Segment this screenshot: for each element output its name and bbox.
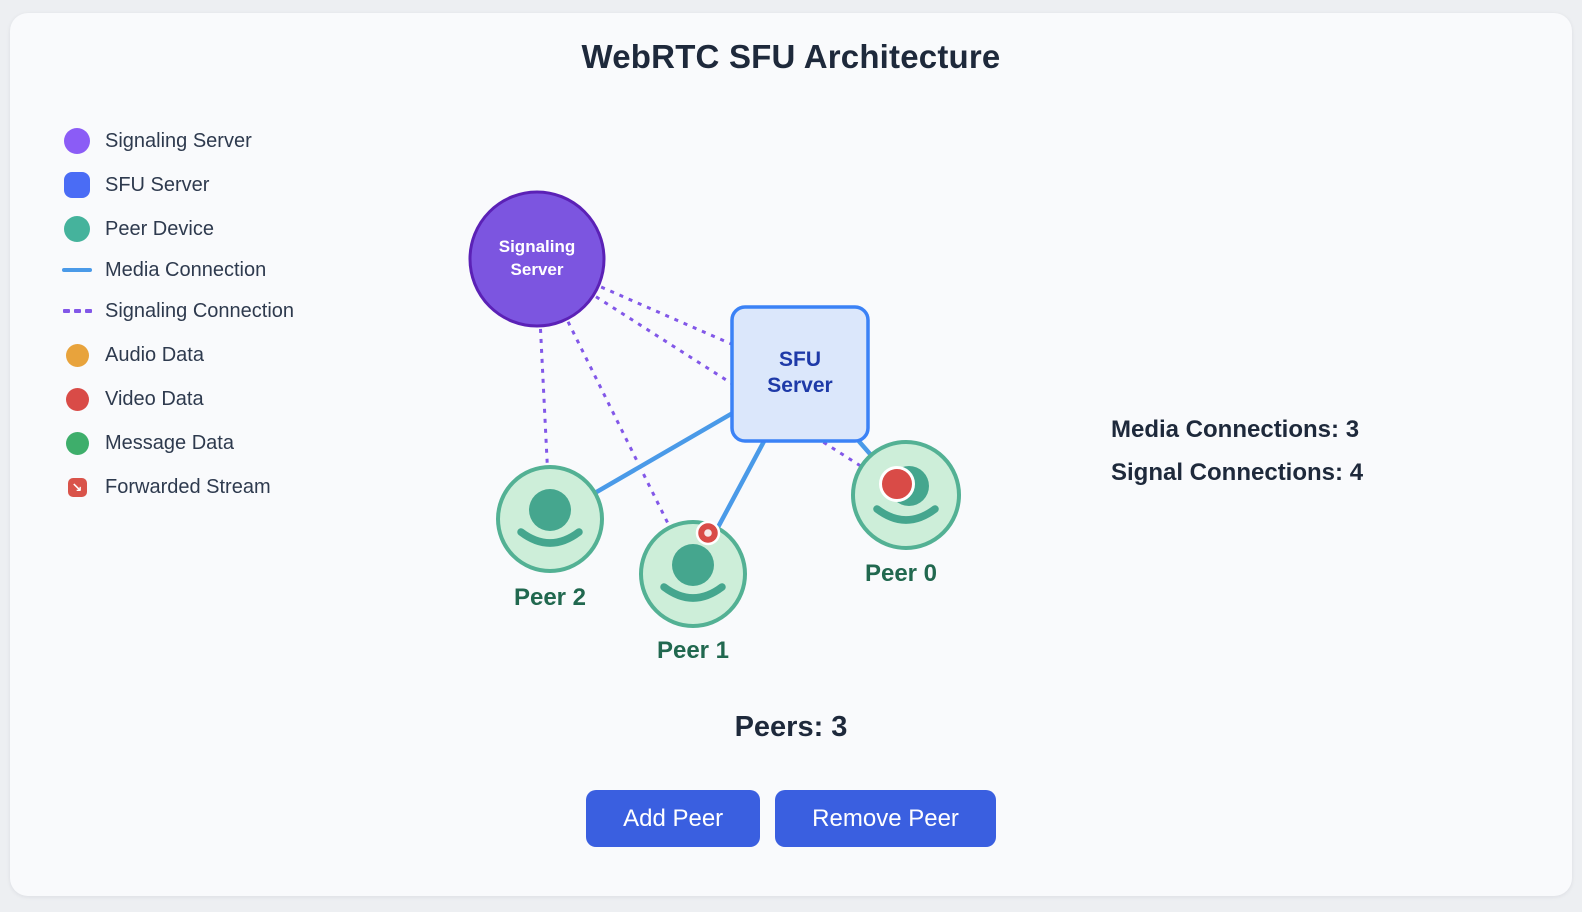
legend-label: Signaling Connection bbox=[105, 299, 295, 322]
legend-item-media-connection: Media Connection bbox=[62, 251, 294, 289]
peer-0-smile bbox=[873, 505, 939, 524]
media-connection-icon bbox=[62, 268, 92, 272]
signal-connections-label: Signal Connections: bbox=[1111, 459, 1344, 486]
legend-label: Media Connection bbox=[105, 258, 267, 281]
legend-label: Forwarded Stream bbox=[105, 475, 271, 498]
peers-count: Peers: 3 bbox=[0, 711, 1582, 744]
connection-stats: Media Connections: 3 Signal Connections:… bbox=[1111, 416, 1363, 502]
legend-item-signaling-server: Signaling Server bbox=[62, 119, 294, 163]
peer-2-label: Peer 2 bbox=[514, 584, 586, 611]
legend-item-signaling-connection: Signaling Connection bbox=[62, 289, 294, 333]
legend-item-sfu-server: SFU Server bbox=[62, 163, 294, 207]
legend-label: Signaling Server bbox=[105, 129, 252, 152]
sfu-server-label-line2: Server bbox=[767, 374, 832, 397]
peer-1-label: Peer 1 bbox=[657, 637, 729, 664]
media-connections-value: 3 bbox=[1345, 416, 1360, 443]
video-data-icon bbox=[65, 387, 89, 411]
media-connections-stat: Media Connections: 3 bbox=[1111, 416, 1363, 444]
add-peer-button[interactable]: Add Peer bbox=[586, 790, 761, 847]
message-data-icon bbox=[65, 431, 89, 455]
peer-1-video-badge-dot bbox=[704, 529, 712, 537]
peer-0-node: Peer 0 bbox=[851, 440, 961, 587]
legend-item-audio-data: Audio Data bbox=[62, 333, 294, 377]
signal-connections-stat: Signal Connections: 4 bbox=[1111, 459, 1363, 487]
sfu-server-node: SFU Server bbox=[730, 305, 870, 443]
peers-count-value: 3 bbox=[831, 711, 848, 743]
peer-device-icon bbox=[64, 216, 90, 242]
signaling-server-icon bbox=[64, 128, 90, 154]
sfu-server-box bbox=[730, 305, 870, 443]
signaling-server-node: Signaling Server bbox=[468, 190, 606, 328]
signal-connection-peer1 bbox=[535, 258, 695, 575]
legend-label: Video Data bbox=[105, 387, 204, 410]
legend-label: SFU Server bbox=[105, 173, 210, 196]
signaling-server-label-line2: Server bbox=[511, 260, 564, 279]
legend-item-forwarded-stream: ↘ Forwarded Stream bbox=[62, 465, 294, 509]
legend-item-video-data: Video Data bbox=[62, 377, 294, 421]
peer-1-node: Peer 1 bbox=[639, 520, 747, 664]
forwarded-stream-icon: ↘ bbox=[67, 477, 87, 497]
remove-peer-button[interactable]: Remove Peer bbox=[775, 790, 996, 847]
peer-0-video-stream bbox=[879, 466, 915, 502]
signaling-connection-icon bbox=[62, 309, 92, 313]
button-row: Add Peer Remove Peer bbox=[0, 790, 1582, 847]
peer-2-node: Peer 2 bbox=[496, 465, 604, 611]
page-title: WebRTC SFU Architecture bbox=[581, 38, 1001, 75]
sfu-server-label-line1: SFU bbox=[779, 348, 821, 371]
signal-connection-sfu bbox=[536, 257, 801, 376]
legend-item-peer-device: Peer Device bbox=[62, 207, 294, 251]
signal-connections-value: 4 bbox=[1349, 459, 1364, 486]
sfu-server-icon bbox=[64, 172, 90, 198]
peer-0-label: Peer 0 bbox=[865, 560, 937, 587]
audio-data-icon bbox=[65, 343, 89, 367]
legend: Signaling Server SFU Server Peer Device … bbox=[62, 119, 294, 509]
legend-label: Peer Device bbox=[105, 217, 214, 240]
peer-1-smile bbox=[660, 583, 726, 602]
peers-count-label: Peers: bbox=[734, 711, 824, 743]
app-card bbox=[10, 13, 1572, 896]
peer-2-head bbox=[529, 489, 571, 531]
media-connections-label: Media Connections: bbox=[1111, 416, 1340, 443]
peer-2-smile bbox=[517, 528, 583, 547]
legend-item-message-data: Message Data bbox=[62, 421, 294, 465]
legend-label: Audio Data bbox=[105, 343, 204, 366]
legend-label: Message Data bbox=[105, 431, 234, 454]
signaling-server-label-line1: Signaling bbox=[499, 237, 576, 256]
signal-connection-peer0 bbox=[536, 257, 907, 497]
peer-1-head bbox=[672, 544, 714, 586]
signaling-server-circle bbox=[468, 190, 606, 328]
